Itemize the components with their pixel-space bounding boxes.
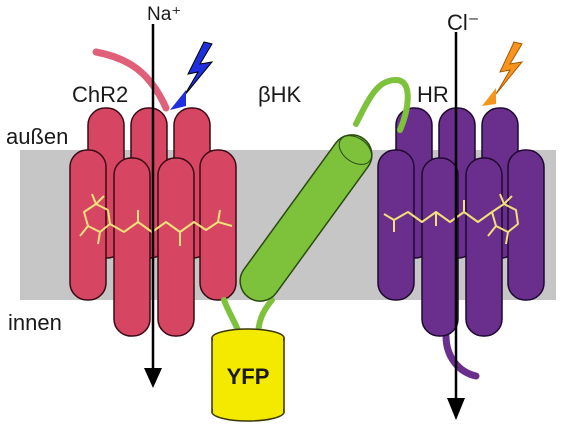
lightning-bolt-icon xyxy=(170,41,214,110)
hr-helix xyxy=(465,157,503,337)
chr2-label: ChR2 xyxy=(72,82,128,107)
chr2-helix xyxy=(113,157,151,337)
cl-ion-label: Cl⁻ xyxy=(447,10,479,35)
yfp-label: YFP xyxy=(227,364,270,389)
na-ion-label: Na⁺ xyxy=(147,4,181,25)
bhk-helix xyxy=(239,134,373,302)
chr2-retinal xyxy=(79,193,233,246)
hr-label: HR xyxy=(417,82,449,107)
bhk-linker-top xyxy=(353,76,411,133)
inside-label: innen xyxy=(8,310,62,335)
chr2-helix xyxy=(157,157,195,337)
chr2-n-terminus xyxy=(92,48,170,112)
hr-helix xyxy=(377,149,415,301)
cl-arrow-head xyxy=(447,398,465,420)
outside-label: außen xyxy=(6,124,68,149)
hr-retinal xyxy=(383,193,519,245)
bhk-label: βHK xyxy=(258,82,302,107)
lightning-bolt-icon xyxy=(482,41,524,106)
hr-helix xyxy=(507,149,545,301)
na-arrow-head xyxy=(144,368,162,388)
yfp-barrel xyxy=(211,328,285,422)
hr-front-helices xyxy=(377,149,545,337)
hr-c-terminus xyxy=(442,332,480,380)
hr-helix xyxy=(421,157,459,337)
